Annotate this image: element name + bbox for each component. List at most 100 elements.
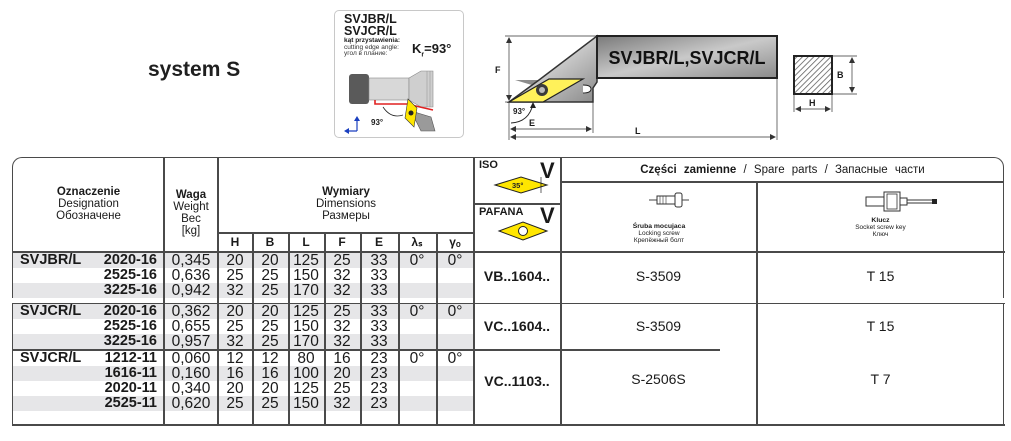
dim-E-cell: 23 (370, 380, 388, 397)
gamma-cell: 0° (447, 252, 463, 269)
iso-angle-label: 35° (512, 181, 523, 190)
dim-E-cell: 33 (370, 252, 388, 269)
spare-parts-header: Części zamienne / Spare parts / Запасные… (561, 158, 1004, 182)
column-header-E: E (374, 235, 383, 249)
column-header-gamma: γₒ (449, 235, 461, 249)
group-gap (11, 298, 1007, 303)
divider (398, 232, 400, 426)
weight-cell: 0,942 (171, 282, 211, 299)
svg-text:93°: 93° (371, 118, 383, 127)
dim-L-cell: 150 (293, 318, 319, 335)
column-header-B: B (265, 235, 275, 249)
dim-H-cell: 32 (226, 282, 244, 299)
weight-header-unit: [kg] (181, 225, 201, 237)
dim-E-cell: 23 (370, 395, 388, 412)
designation-code: 3225-16 (103, 333, 157, 349)
designation-code: 2525-16 (103, 318, 157, 334)
divider (217, 232, 473, 234)
spare-parts-separator: / (743, 164, 747, 176)
table-bottom-border (12, 424, 1005, 426)
card-title-line2: SVJCR/L (344, 24, 397, 38)
divider (288, 232, 290, 426)
dim-L-cell: 80 (297, 350, 315, 367)
tool-dimension-drawing: SVJBR/L,SVJCR/L F 93° E L B H (495, 34, 857, 140)
weight-cell: 0,160 (171, 365, 211, 382)
dim-E-cell: 23 (370, 365, 388, 382)
dim-B-cell: 25 (261, 282, 279, 299)
dim-B-cell: 20 (261, 252, 279, 269)
angle-label-pl: kąt przystawienia: (344, 37, 400, 44)
dim-L-cell: 125 (293, 303, 319, 320)
divider (163, 158, 165, 426)
designation-code: 2525-11 (104, 395, 157, 411)
angle-label-en: cutting edge angle: (344, 43, 399, 51)
iso-letter: V (540, 158, 555, 183)
divider (756, 182, 758, 426)
page-title: system S (148, 58, 241, 81)
dim-F-cell: 32 (333, 318, 351, 335)
dim-L-cell: 170 (293, 333, 319, 350)
dimensions-header-en: Dimensions (315, 198, 377, 210)
weight-cell: 0,957 (171, 333, 211, 350)
kr-symbol: K (412, 41, 422, 56)
spare-parts-separator: / (824, 164, 828, 176)
weight-header-pl: Waga (175, 189, 207, 201)
designation-code: 2020-16 (103, 252, 157, 268)
kr-sub: r (421, 51, 425, 59)
tool-label: SVJBR/L,SVJCR/L (608, 48, 765, 68)
locking-screw-icon (649, 192, 689, 208)
spare-parts-ru: Запасные части (834, 164, 925, 176)
weight-cell: 0,655 (171, 318, 211, 335)
iso-35-degree-insert-icon: 35° (493, 176, 549, 194)
dim-H-cell: 25 (226, 318, 244, 335)
locking-screw-value: S-3509 (635, 267, 682, 284)
dimensions-header: Wymiary Dimensions Размеры (218, 186, 474, 222)
dim-L-cell: 150 (293, 267, 319, 284)
dim-L-cell: 170 (293, 282, 319, 299)
dim-H-cell: 20 (226, 380, 244, 397)
dim-H-cell: 25 (226, 395, 244, 412)
designation-header-ru: Обозначене (56, 210, 121, 222)
cutting-angle-label: kąt przystawienia: cutting edge angle: у… (344, 37, 400, 58)
socket-screw-key-icon (865, 191, 937, 212)
card-title: SVJBR/L SVJCR/L (344, 12, 397, 38)
spare-parts-pl: Części zamienne (640, 164, 737, 176)
column-header-H: H (230, 235, 240, 249)
dim-F-label: F (495, 65, 501, 75)
column-header-F: F (338, 235, 346, 249)
dimensions-header-pl: Wymiary (322, 186, 370, 198)
column-header-L: L (302, 235, 310, 249)
dim-E-cell: 33 (370, 282, 388, 299)
column-header-lambda: λₛ (411, 235, 423, 249)
dim-B-cell: 20 (261, 303, 279, 320)
insert-designation: VC..1604.. (483, 317, 551, 334)
weight-cell: 0,362 (171, 303, 211, 320)
dim-F-cell: 16 (333, 350, 351, 367)
dim-B-cell: 16 (261, 365, 279, 382)
angle-label-ru: угол в плание: (344, 50, 388, 57)
designation-code: 3225-16 (103, 282, 157, 298)
cutting-angle-diagram-card: 93° SVJBR/L SVJCR/L kąt przystawienia: c… (334, 10, 464, 138)
kr-number: =93° (424, 41, 452, 56)
designation-header-pl: Oznaczenie (56, 186, 121, 198)
pafana-insert-icon (497, 221, 549, 241)
dim-B-label: B (837, 70, 844, 80)
card-title-line1: SVJBR/L (344, 12, 397, 26)
dim-F-cell: 25 (333, 252, 351, 269)
insert-designation: VC..1103.. (484, 373, 550, 389)
group-divider (13, 349, 720, 351)
dim-H-cell: 20 (226, 252, 244, 269)
pafana-letter: V (540, 203, 555, 228)
lambda-cell: 0° (409, 350, 425, 367)
divider (360, 232, 362, 426)
divider (324, 232, 326, 426)
divider (560, 181, 1004, 183)
dim-B-cell: 25 (261, 395, 279, 412)
key-caption-en: Socket screw key (855, 224, 906, 231)
screw-caption-pl: Śruba mocujaca (632, 223, 686, 230)
designation-name: SVJCR/L (20, 303, 82, 319)
